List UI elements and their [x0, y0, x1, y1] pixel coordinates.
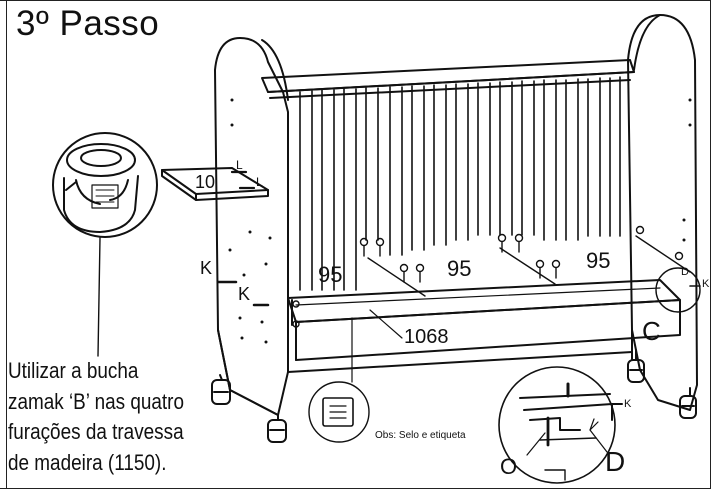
dimension-1068: 1068 [404, 326, 449, 348]
bushing-detail-callout [52, 132, 158, 357]
obs-note: Obs: Selo e etiqueta [375, 430, 466, 441]
dimension-95-middle: 95 [447, 256, 472, 281]
hardware-label-l-top: L [236, 158, 243, 172]
hardware-label-d-small: D [681, 266, 689, 278]
panel-holes [228, 98, 692, 344]
right-end-panel [627, 14, 698, 411]
note-line-2: zamak ‘B’ nas quatro [8, 388, 184, 414]
left-margin-bar [0, 0, 7, 489]
part-label-c: C [642, 316, 661, 346]
label-ticket-callout [308, 317, 370, 443]
hardware-label-l-bottom: L [256, 175, 263, 189]
note-line-3: furações da travessa [8, 419, 184, 444]
hardware-label-k-2: K [238, 284, 251, 304]
detail-label-d: D [605, 446, 626, 477]
right-corner-callout [655, 267, 701, 313]
part-label-10: 10 [195, 172, 216, 192]
dimension-95-right: 95 [586, 248, 611, 273]
dimension-1068-leader [369, 309, 403, 339]
top-rail [261, 59, 635, 99]
left-end-panel [214, 37, 289, 416]
casters [211, 349, 697, 443]
hardware-label-k-detail: K [624, 398, 632, 410]
fixing-detail-callout [498, 366, 623, 484]
note-line-1: Utilizar a bucha [8, 358, 139, 383]
base-platform [287, 279, 681, 373]
instruction-note: Utilizar a bucha zamak ‘B’ nas quatro fu… [8, 356, 184, 478]
detail-label-o: O [500, 454, 518, 479]
note-line-4: de madeira (1150). [8, 449, 167, 475]
hardware-label-k-right: K [702, 278, 710, 290]
dimension-95-left: 95 [318, 262, 343, 287]
dimension-95-lines [367, 235, 691, 297]
hardware-label-k-1: K [200, 258, 213, 278]
step-title: 3º Passo [16, 4, 160, 43]
crib-slats [299, 76, 621, 291]
shelf-part-10 [161, 167, 269, 201]
